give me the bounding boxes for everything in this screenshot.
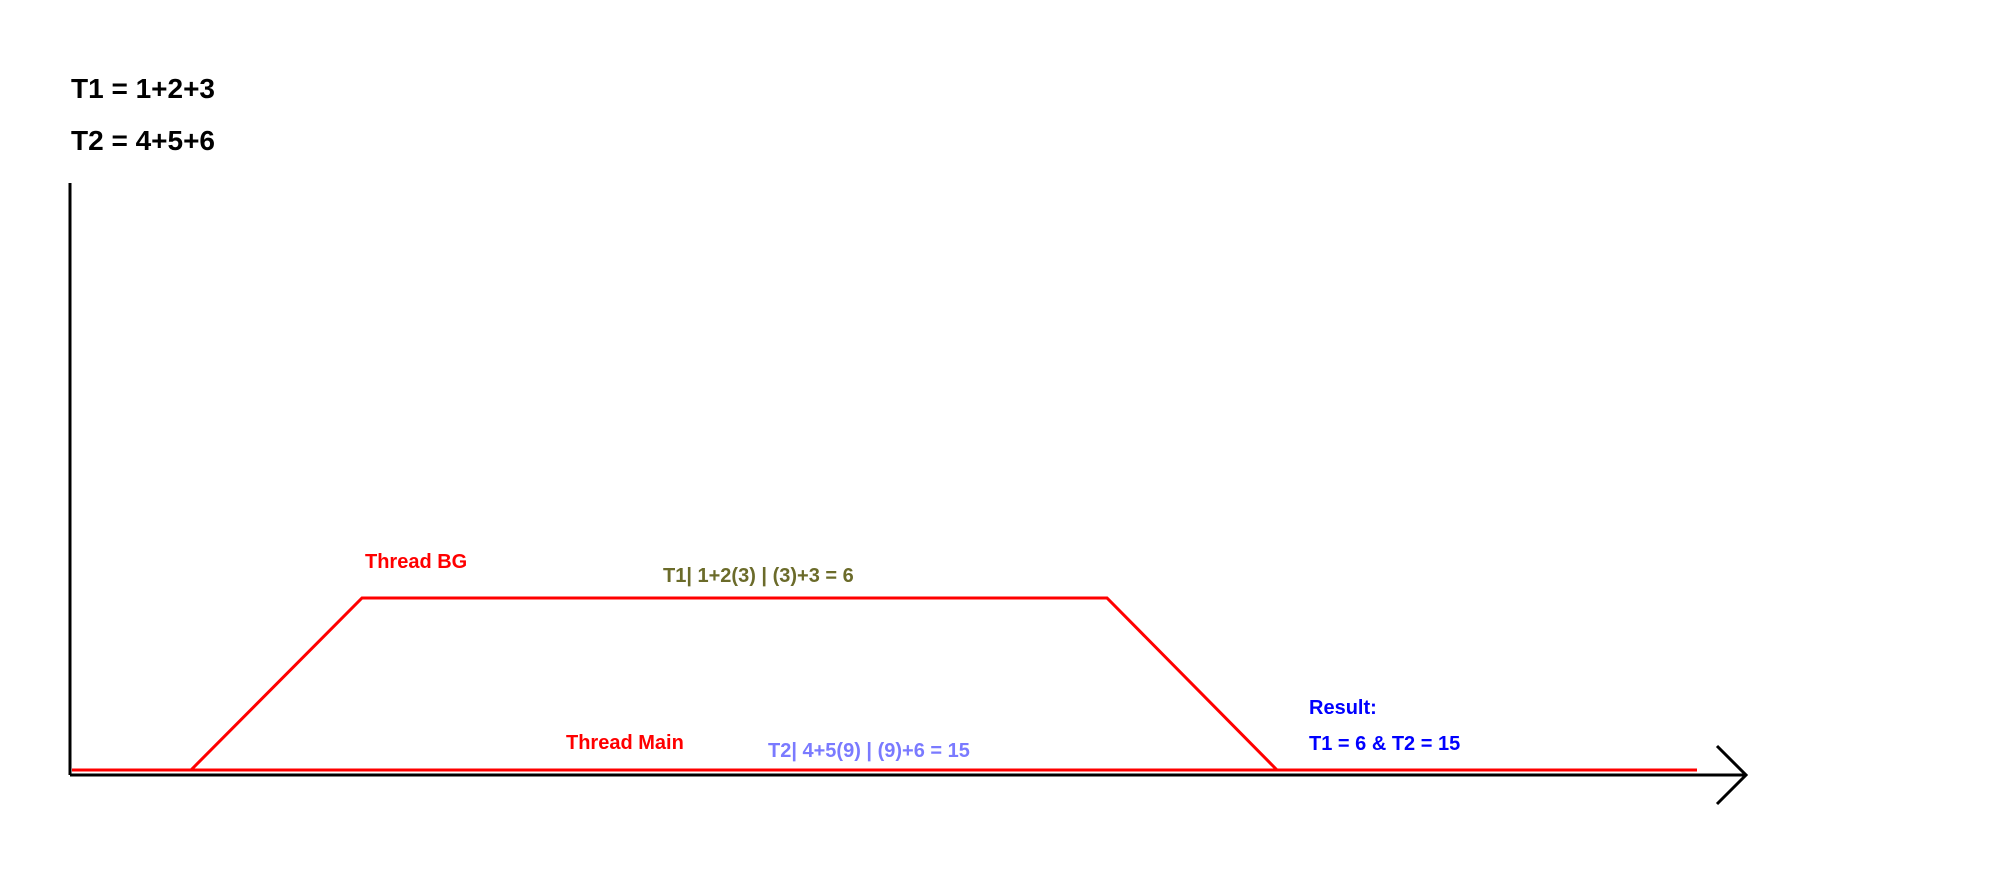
- t1-calculation-label: T1| 1+2(3) | (3)+3 = 6: [663, 565, 854, 587]
- result-title: Result:: [1309, 697, 1377, 719]
- thread-bg-line: [189, 596, 1279, 772]
- thread-main-label: Thread Main: [566, 732, 684, 754]
- t2-calculation-label: T2| 4+5(9) | (9)+6 = 15: [768, 740, 970, 762]
- t2-definition: T2 = 4+5+6: [71, 125, 216, 156]
- result-value: T1 = 6 & T2 = 15: [1309, 733, 1461, 755]
- x-axis-arrowhead: [1715, 744, 1749, 806]
- thread-bg-label: Thread BG: [365, 551, 468, 573]
- t1-definition: T1 = 1+2+3: [71, 73, 216, 104]
